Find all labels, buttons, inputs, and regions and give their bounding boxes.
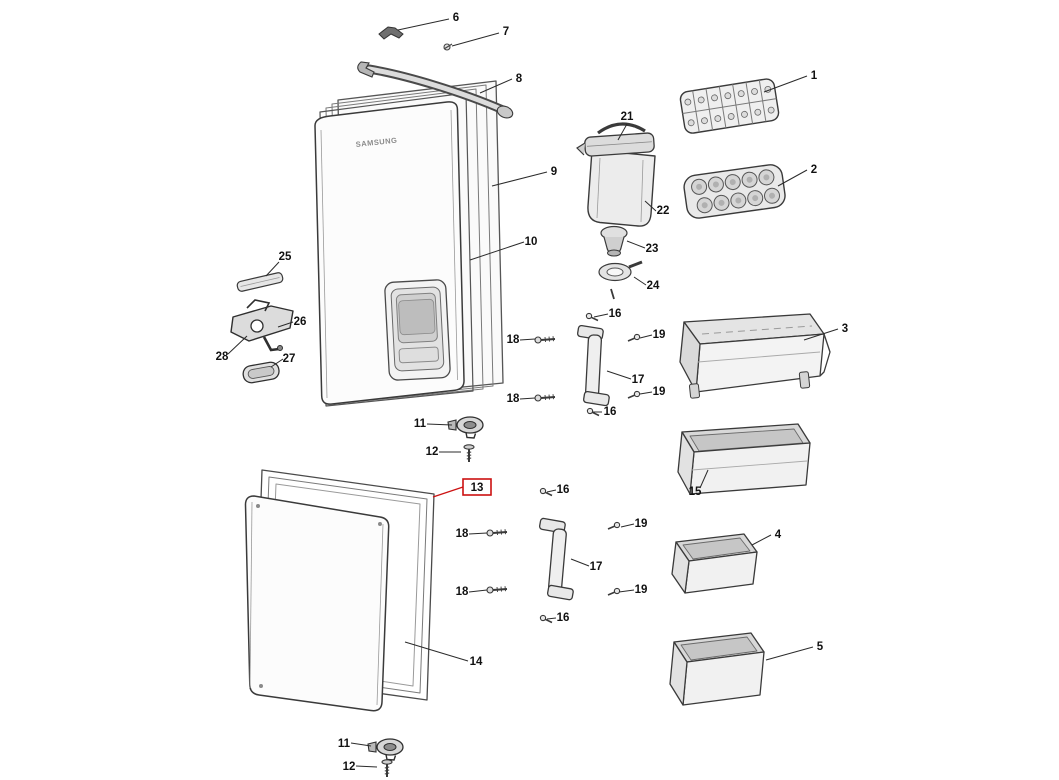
callout-24[interactable]: 24 [647, 280, 660, 292]
callout-15[interactable]: 15 [689, 486, 702, 498]
callout-18-a[interactable]: 18 [507, 334, 520, 346]
part-16-screw [585, 312, 599, 322]
part-12-screw-lower [381, 759, 393, 777]
part-17-door-handle-upper [576, 324, 610, 407]
highlight-leader-line [432, 486, 464, 498]
part-11-hinge-grommet-upper [447, 416, 484, 439]
part-18-screw [534, 336, 556, 344]
callout-11-b[interactable]: 11 [338, 738, 351, 750]
callout-18-c[interactable]: 18 [456, 528, 469, 540]
callout-19-b[interactable]: 19 [653, 386, 666, 398]
callout-18-d[interactable]: 18 [456, 586, 469, 598]
part-16-screw [539, 487, 553, 497]
callout-22[interactable]: 22 [657, 205, 670, 217]
part-7-screw [443, 43, 453, 51]
part-19-screw [607, 587, 621, 596]
part-27-hinge-cover [242, 361, 280, 384]
callout-13-highlighted[interactable]: 13 [471, 482, 484, 494]
part-14-fridge-door [244, 495, 390, 712]
water-dispenser [384, 279, 451, 381]
callout-11-a[interactable]: 11 [414, 418, 427, 430]
callout-16-c[interactable]: 16 [557, 484, 570, 496]
callout-12-b[interactable]: 12 [343, 761, 356, 773]
callout-27[interactable]: 27 [283, 353, 296, 365]
highlight-box-part-13 [462, 478, 492, 496]
callout-25[interactable]: 25 [279, 251, 292, 263]
part-18-screw [534, 394, 556, 402]
part-26-28-hinge-bracket [230, 299, 294, 352]
part-1-ice-tray [679, 78, 780, 134]
callout-1[interactable]: 1 [811, 70, 818, 82]
callout-14[interactable]: 14 [470, 656, 483, 668]
part-2-ice-tray [683, 164, 786, 219]
part-6-clip [378, 26, 404, 40]
part-3-door-shelf [679, 313, 831, 399]
part-19-screw [627, 390, 641, 399]
callout-19-d[interactable]: 19 [635, 584, 648, 596]
part-4-door-bin-small [671, 533, 758, 594]
leader-lines [227, 18, 839, 768]
callout-16-a[interactable]: 16 [609, 308, 622, 320]
callout-8[interactable]: 8 [516, 73, 523, 85]
callout-9[interactable]: 9 [551, 166, 557, 178]
part-17-door-handle-lower [538, 517, 574, 601]
callouts: 6 7 8 1 9 21 2 22 23 24 25 10 26 28 27 1… [216, 12, 849, 773]
callout-16-d[interactable]: 16 [557, 612, 570, 624]
part-16-screw [539, 614, 553, 624]
part-5-door-bin [669, 632, 765, 706]
callout-6[interactable]: 6 [453, 12, 459, 24]
callout-18-b[interactable]: 18 [507, 393, 520, 405]
part-19-screw [627, 333, 641, 342]
callout-12-a[interactable]: 12 [426, 446, 439, 458]
callout-2[interactable]: 2 [811, 164, 817, 176]
callout-19-c[interactable]: 19 [635, 518, 648, 530]
callout-19-a[interactable]: 19 [653, 329, 666, 341]
part-8-handle-trim [357, 61, 514, 119]
callout-23[interactable]: 23 [646, 243, 659, 255]
part-15-door-bin [677, 423, 811, 495]
callout-17-b[interactable]: 17 [590, 561, 603, 573]
callout-5[interactable]: 5 [817, 641, 824, 653]
part-25-trim-strip [236, 272, 284, 292]
part-24-cap [598, 260, 643, 300]
part-16-screw [586, 407, 600, 417]
callout-4[interactable]: 4 [775, 529, 782, 541]
callout-3[interactable]: 3 [842, 323, 848, 335]
callout-28[interactable]: 28 [216, 351, 229, 363]
part-18-screw [486, 586, 508, 594]
callout-10[interactable]: 10 [525, 236, 538, 248]
part-21-22-ice-bucket [576, 122, 656, 227]
callout-26[interactable]: 26 [294, 316, 307, 328]
part-18-screw [486, 529, 508, 537]
callout-7[interactable]: 7 [503, 26, 509, 38]
callout-21[interactable]: 21 [621, 111, 634, 123]
callout-17-a[interactable]: 17 [632, 374, 645, 386]
callout-16-b[interactable]: 16 [604, 406, 617, 418]
part-19-screw [607, 521, 621, 530]
brand-logo: SAMSUNG [355, 136, 398, 149]
part-9-freezer-door: SAMSUNG [314, 101, 465, 405]
part-23-auger-coupler [600, 225, 628, 257]
part-12-screw-upper [463, 444, 475, 462]
part-11-hinge-grommet-lower [367, 738, 404, 761]
